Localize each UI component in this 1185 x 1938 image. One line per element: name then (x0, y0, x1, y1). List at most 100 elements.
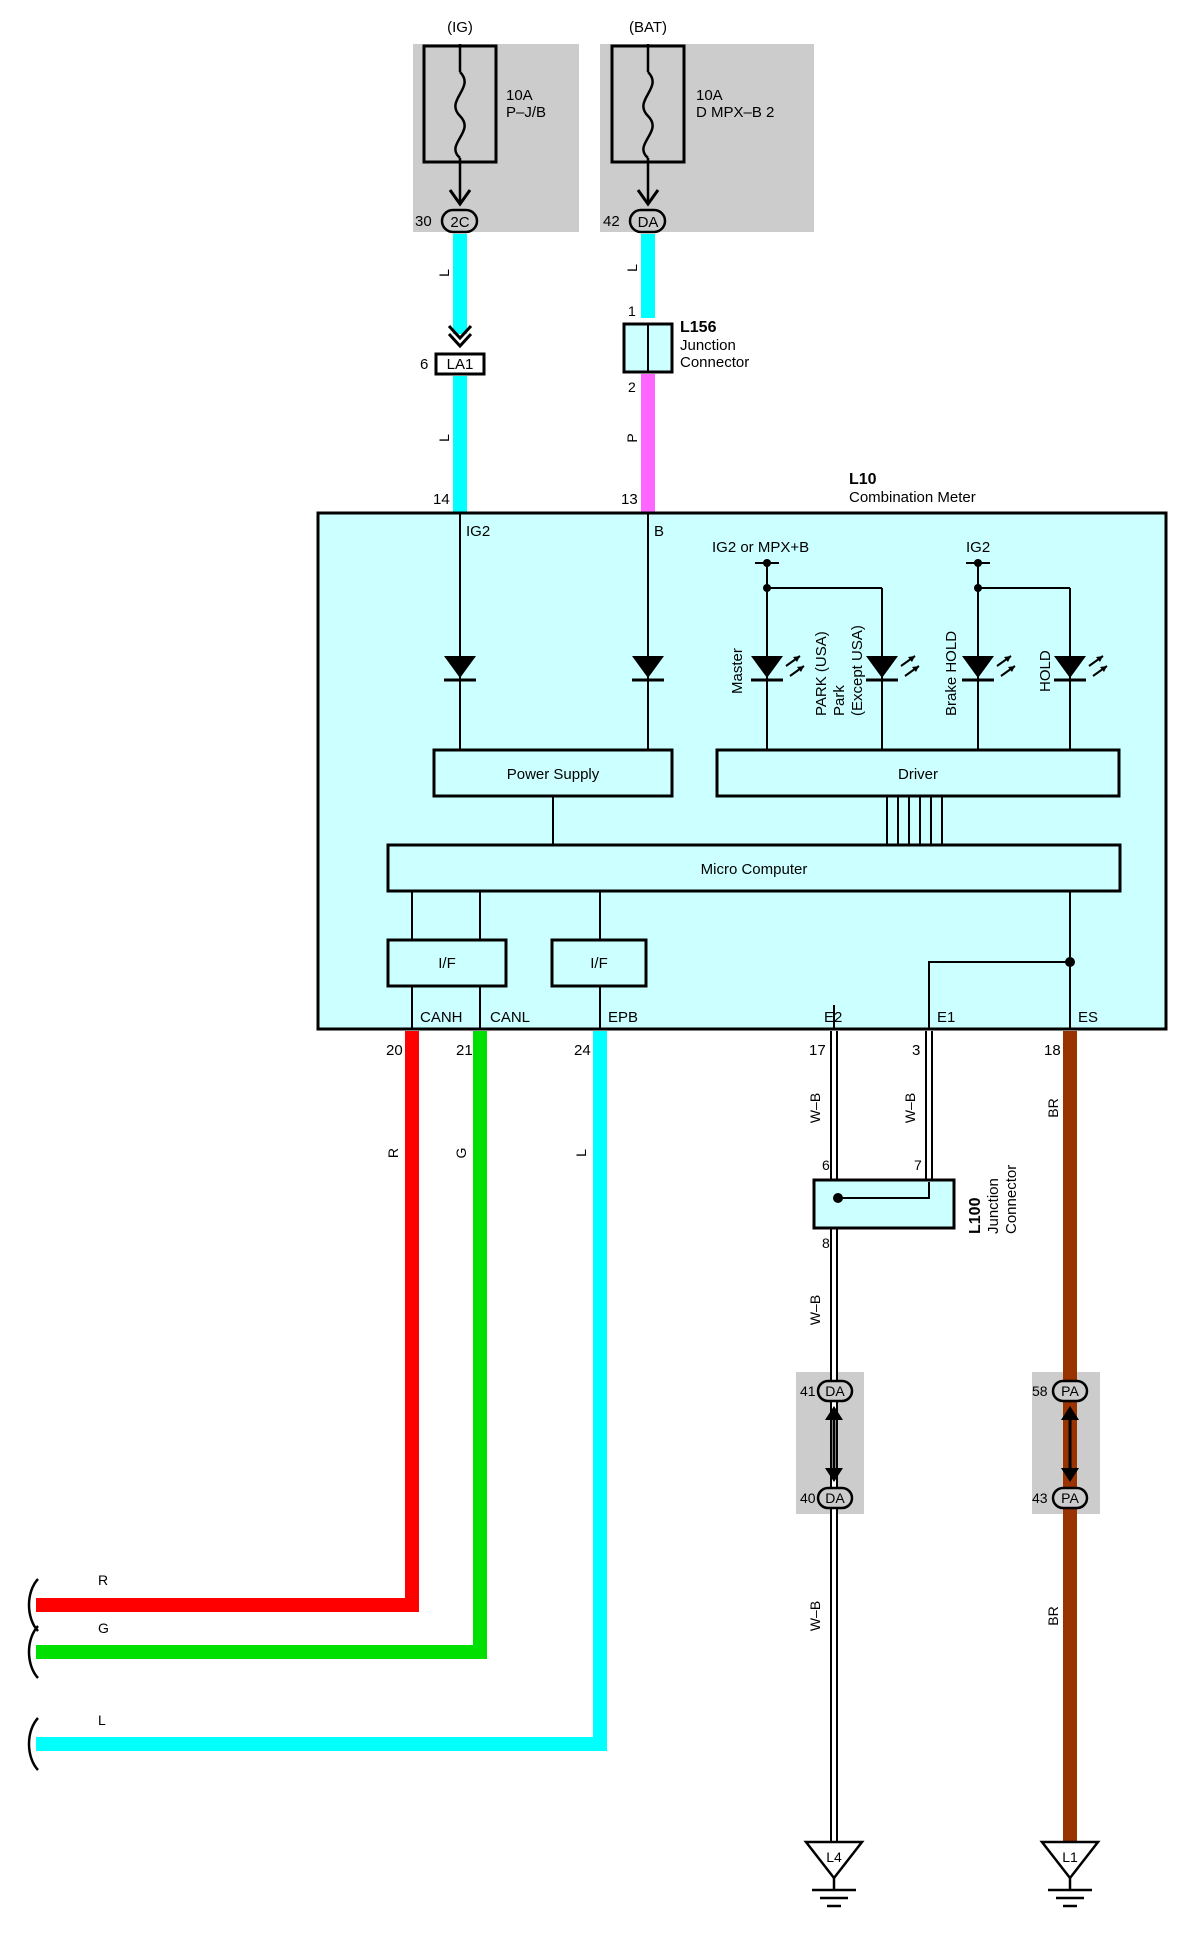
connector-da-lower-pin: 40 (800, 1490, 816, 1506)
terminal-es: ES (1078, 1009, 1098, 1026)
terminal-canh: CANH (420, 1009, 463, 1026)
wire-label-wb-4: W–B (807, 1601, 823, 1631)
ground-l4: L4 (803, 1840, 865, 1908)
wire-l-epb (36, 1031, 607, 1751)
connector-la1-label: LA1 (447, 356, 474, 373)
wire-label-g-horizontal: G (98, 1620, 109, 1636)
connector-pa-upper-pin: 58 (1032, 1383, 1048, 1399)
connector-da-upper-pin: 41 (800, 1383, 816, 1399)
meter-ig2-label: IG2 (466, 523, 490, 540)
terminal-epb: EPB (608, 1009, 638, 1026)
meter-led-supply-right: IG2 (966, 539, 990, 556)
wire-label-l-3: L (624, 264, 640, 272)
break-mark-l (27, 1717, 39, 1771)
power-supply-block (432, 748, 674, 798)
meter-b-label: B (654, 523, 664, 540)
wire-label-l-1: L (436, 269, 452, 277)
meter-pin-ig2-num: 14 (433, 491, 450, 508)
fuse-bat-rating: 10A (696, 87, 723, 104)
connector-l100-id: L100 (967, 1197, 984, 1234)
wire-l-bat-upper (641, 234, 655, 318)
terminal-canl: CANL (490, 1009, 530, 1026)
driver-label: Driver (898, 766, 938, 783)
wire-label-r-horizontal: R (98, 1572, 108, 1588)
fuse-ig-connector: 2C (450, 214, 469, 231)
connector-l156-desc1: Junction (680, 337, 736, 354)
power-supply-label: Power Supply (507, 766, 600, 783)
led-label-hold: HOLD (1037, 650, 1054, 692)
ground-l1-label: L1 (1062, 1849, 1078, 1865)
fuse-ig-source: (IG) (447, 19, 473, 36)
pin-e1: 3 (912, 1042, 920, 1059)
wire-p-bat-lower (641, 374, 655, 512)
meter-id: L10 (849, 471, 877, 488)
break-mark-g (27, 1625, 39, 1679)
fuse-bat-connector: DA (638, 214, 659, 231)
wire-label-l-horizontal: L (98, 1712, 106, 1728)
diode-b (632, 656, 664, 682)
wire-label-wb-1: W–B (807, 1093, 823, 1123)
combination-meter: L10 Combination Meter 14 13 IG2 B IG2 or… (316, 471, 1168, 1031)
led-master (751, 655, 805, 682)
led-label-brake-hold: Brake HOLD (943, 631, 960, 716)
fuse-ig-rating: 10A (506, 87, 533, 104)
if-label-epb: I/F (590, 955, 608, 972)
connector-pa-lower-pin: 43 (1032, 1490, 1048, 1506)
led-label-park: Park (831, 685, 848, 716)
wire-l-ig-lower (453, 376, 467, 512)
fuse-bat-pin: 42 (603, 213, 620, 230)
connector-da-upper-label: DA (825, 1383, 845, 1399)
connector-l100-desc1: Junction (985, 1178, 1002, 1234)
connector-la1-pin: 6 (420, 356, 428, 373)
connector-l156-id: L156 (680, 319, 717, 336)
ground-l1: L1 (1039, 1840, 1101, 1908)
driver-block (715, 748, 1121, 798)
wire-label-p: P (624, 433, 640, 442)
pin-es: 18 (1044, 1042, 1061, 1059)
pin-epb: 24 (574, 1042, 591, 1059)
led-label-park-usa: PARK (USA) (813, 631, 830, 716)
connector-pa-upper-label: PA (1061, 1383, 1079, 1399)
led-hold (1054, 655, 1108, 682)
connector-l156-pin-bottom: 2 (628, 379, 636, 395)
connector-l100-pin7: 7 (914, 1157, 922, 1173)
connector-pa-pair: PA 58 PA 43 (1032, 1372, 1100, 1514)
led-park (866, 655, 920, 682)
led-label-master: Master (729, 648, 746, 694)
connector-la1: LA1 6 (420, 324, 486, 376)
terminal-e1: E1 (937, 1009, 955, 1026)
fuse-bat-source: (BAT) (629, 19, 667, 36)
diode-ig2 (444, 656, 476, 682)
fuse-ig: (IG) 10A P–J/B 30 2C (413, 19, 579, 234)
meter-pin-b-num: 13 (621, 491, 638, 508)
if-label-can: I/F (438, 955, 456, 972)
connector-l156-desc2: Connector (680, 354, 749, 371)
fuse-bat-name: D MPX–B 2 (696, 104, 774, 121)
fuse-ig-name: P–J/B (506, 104, 546, 121)
wire-label-l-2: L (436, 434, 452, 442)
pin-canh: 20 (386, 1042, 403, 1059)
micro-computer-label: Micro Computer (701, 861, 808, 878)
if-block-can (386, 938, 508, 988)
connector-l100: 6 7 8 L100 Junction Connector (812, 1157, 1020, 1251)
wire-label-g-vertical: G (453, 1148, 469, 1159)
micro-computer-block (386, 843, 1122, 893)
wire-label-r-vertical: R (385, 1148, 401, 1158)
led-label-park-except: (Except USA) (849, 625, 866, 716)
ground-l4-label: L4 (826, 1849, 842, 1865)
wire-l-ig-upper (453, 234, 467, 334)
connector-l100-desc2: Connector (1003, 1165, 1020, 1234)
connector-l156-pin-top: 1 (628, 303, 636, 319)
wire-g-canl (36, 1031, 487, 1659)
pin-e2: 17 (809, 1042, 826, 1059)
fuse-ig-pin: 30 (415, 213, 432, 230)
connector-pa-lower-label: PA (1061, 1490, 1079, 1506)
meter-name: Combination Meter (849, 489, 976, 506)
connector-l100-pin6: 6 (822, 1157, 830, 1173)
wire-label-wb-2: W–B (902, 1093, 918, 1123)
connector-da-pair: DA 41 DA 40 (796, 1372, 864, 1514)
fuse-bat: (BAT) 10A D MPX–B 2 42 DA (600, 19, 814, 234)
connector-l156: 1 2 L156 Junction Connector (622, 303, 749, 395)
wire-label-br-2: BR (1045, 1606, 1061, 1625)
